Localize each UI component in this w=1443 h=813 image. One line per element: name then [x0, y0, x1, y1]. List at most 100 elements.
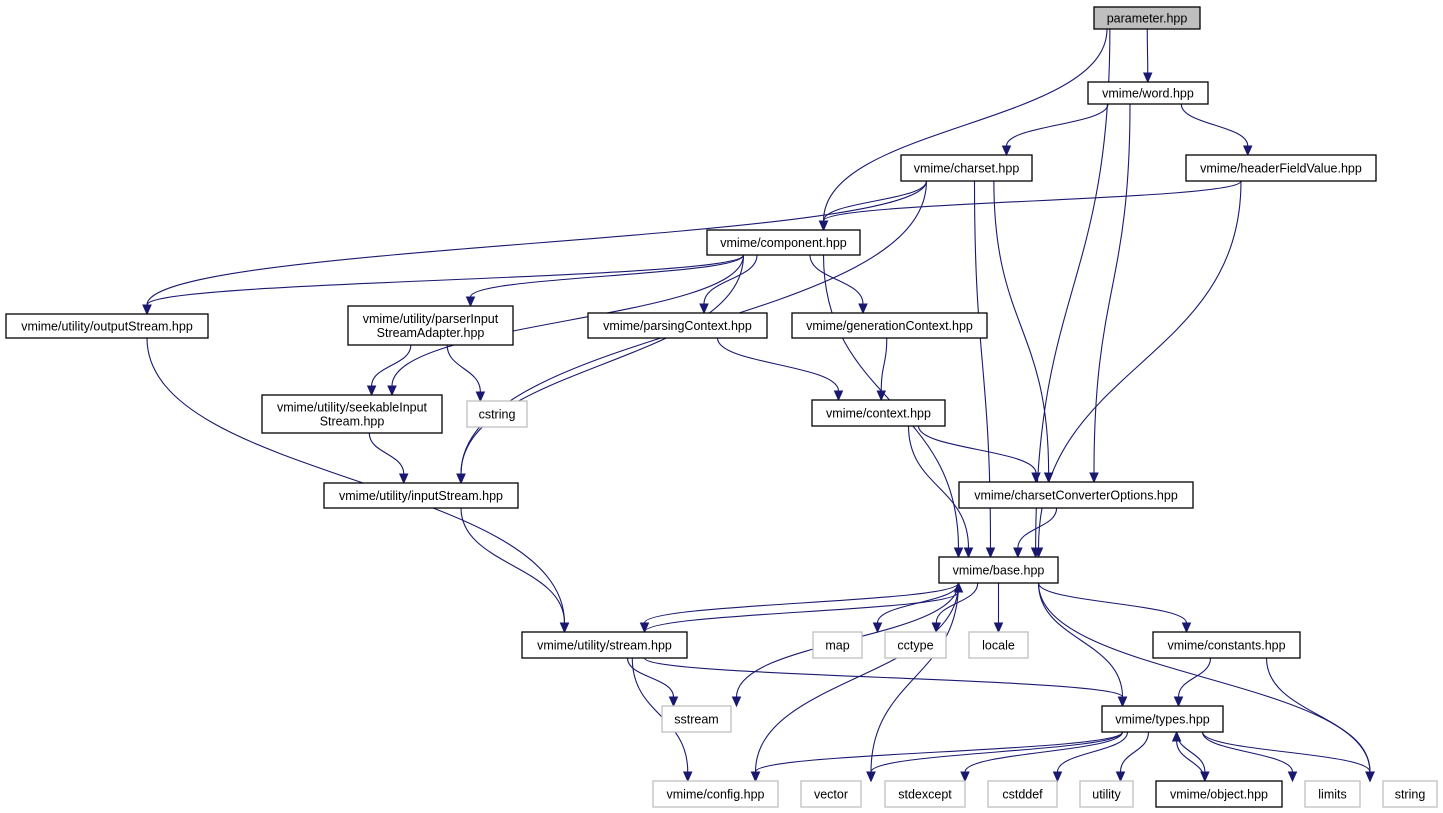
- edge-component-to-outputStream: [142, 254, 745, 316]
- node-label: vmime/utility/outputStream.hpp: [21, 320, 193, 334]
- node-outputStream[interactable]: vmime/utility/outputStream.hpp: [5, 313, 209, 339]
- edge-line: [1201, 731, 1294, 773]
- arrowhead-icon: [668, 696, 679, 708]
- arrowhead-icon: [1242, 145, 1253, 157]
- arrowhead-icon: [1013, 547, 1023, 559]
- edge-line: [907, 425, 970, 549]
- edge-types-to-cstddef: [1052, 731, 1129, 783]
- edge-types-to-utility: [1115, 731, 1150, 783]
- node-box: [884, 631, 947, 659]
- node-label: vmime/charset.hpp: [914, 162, 1020, 176]
- node-box: [811, 399, 946, 427]
- edge-line: [146, 180, 928, 306]
- node-object[interactable]: vmime/object.hpp: [1155, 780, 1283, 808]
- edge-base-to-types: [1037, 582, 1128, 708]
- edge-inputStream-to-stream: [460, 507, 570, 634]
- edge-seekableInputStream-to-inputStream: [368, 432, 409, 485]
- arrowhead-icon: [953, 581, 964, 593]
- edge-line: [809, 254, 864, 305]
- node-headerFieldValue[interactable]: vmime/headerFieldValue.hpp: [1185, 154, 1377, 182]
- edge-line: [1056, 731, 1129, 773]
- edge-line: [631, 657, 689, 773]
- edge-component-to-inputStream: [456, 254, 745, 485]
- edge-line: [643, 657, 1124, 698]
- edge-line: [146, 254, 745, 306]
- node-box: [1304, 780, 1361, 808]
- arrowhead-icon: [876, 390, 887, 402]
- edge-stream-to-types: [643, 657, 1128, 708]
- node-parserInputStreamAdapter[interactable]: vmime/utility/parserInputStreamAdapter.h…: [347, 305, 514, 346]
- node-label: vmime/utility/inputStream.hpp: [339, 489, 503, 503]
- node-inputStream[interactable]: vmime/utility/inputStream.hpp: [323, 482, 519, 509]
- node-types[interactable]: vmime/types.hpp: [1101, 705, 1224, 733]
- edge-word-to-headerFieldValue: [1180, 103, 1253, 157]
- node-label: vmime/object.hpp: [1170, 788, 1268, 802]
- edge-line: [754, 582, 960, 773]
- arrowhead-icon: [866, 771, 876, 783]
- arrowhead-icon: [1089, 472, 1099, 484]
- edge-headerFieldValue-to-base: [1033, 180, 1242, 559]
- node-box: [800, 780, 862, 808]
- node-box: [938, 556, 1059, 584]
- node-parsingContext[interactable]: vmime/parsingContext.hpp: [587, 312, 768, 339]
- node-component[interactable]: vmime/component.hpp: [706, 229, 861, 256]
- node-box: [900, 154, 1033, 182]
- edge-charsetConverterOptions-to-base: [1013, 507, 1058, 559]
- node-string: string: [1382, 780, 1438, 808]
- edge-line: [469, 254, 745, 298]
- edge-line: [1180, 103, 1249, 147]
- node-box: [812, 631, 863, 659]
- node-cctype: cctype: [884, 631, 947, 659]
- node-label: StreamAdapter.hpp: [377, 326, 485, 340]
- arrowhead-icon: [387, 385, 397, 397]
- node-context[interactable]: vmime/context.hpp: [811, 399, 946, 427]
- arrowhead-icon: [1181, 622, 1192, 634]
- node-label: vmime/component.hpp: [720, 236, 847, 250]
- node-label: vmime/context.hpp: [826, 407, 931, 421]
- node-charsetConverterOptions[interactable]: vmime/charsetConverterOptions.hpp: [958, 481, 1194, 509]
- edge-component-to-parserInputStreamAdapter: [465, 254, 745, 308]
- node-base[interactable]: vmime/base.hpp: [938, 556, 1059, 584]
- arrowhead-icon: [931, 622, 942, 634]
- edge-types-to-vector: [866, 731, 1124, 783]
- edge-line: [1265, 657, 1371, 773]
- node-label: vmime/utility/stream.hpp: [537, 639, 672, 653]
- node-config: vmime/config.hpp: [652, 780, 779, 808]
- edge-base-to-string: [1037, 582, 1375, 783]
- node-label: utility: [1092, 788, 1121, 802]
- edge-stream-to-config: [631, 657, 693, 783]
- edge-types-to-string: [1201, 731, 1375, 783]
- edge-line: [1037, 582, 1188, 624]
- node-constants[interactable]: vmime/constants.hpp: [1152, 631, 1301, 659]
- node-label: sstream: [674, 713, 718, 727]
- arrowhead-icon: [1033, 547, 1044, 559]
- node-label: vmime/types.hpp: [1115, 713, 1210, 727]
- node-label: locale: [982, 639, 1015, 653]
- arrowhead-icon: [1031, 472, 1041, 484]
- node-parameter[interactable]: parameter.hpp: [1093, 6, 1201, 30]
- edge-line: [460, 507, 566, 624]
- arrowhead-icon: [818, 220, 829, 232]
- edge-line: [1201, 731, 1371, 773]
- arrowhead-icon: [1001, 145, 1012, 157]
- arrowhead-icon: [456, 473, 466, 485]
- node-box: [1152, 631, 1301, 659]
- arrowhead-icon: [1117, 696, 1128, 708]
- node-label: map: [825, 639, 849, 653]
- node-stream[interactable]: vmime/utility/stream.hpp: [521, 631, 688, 659]
- node-label: vmime/parsingContext.hpp: [603, 319, 752, 333]
- arrowhead-icon: [699, 303, 709, 315]
- edge-line: [716, 337, 840, 392]
- edge-line: [880, 337, 888, 392]
- edge-component-to-seekableInputStream: [387, 254, 745, 397]
- arrowhead-icon: [475, 391, 486, 403]
- node-charset[interactable]: vmime/charset.hpp: [900, 154, 1033, 182]
- node-box: [987, 780, 1058, 808]
- edge-line: [1093, 103, 1131, 474]
- node-word[interactable]: vmime/word.hpp: [1087, 81, 1209, 105]
- node-generationContext[interactable]: vmime/generationContext.hpp: [791, 312, 988, 339]
- node-box: [884, 780, 966, 808]
- node-box: [1382, 780, 1438, 808]
- arrowhead-icon: [858, 303, 868, 315]
